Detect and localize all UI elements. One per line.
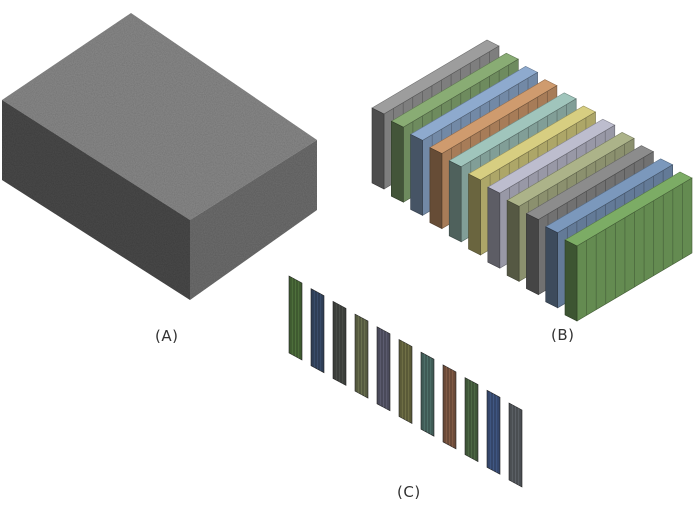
block-left-face <box>2 100 190 300</box>
block-right-face <box>190 140 317 300</box>
panel-c-label: (C) <box>397 483 421 501</box>
slab-front-face <box>448 160 462 243</box>
panel-c-separated-slices <box>288 275 523 488</box>
panel-a-label: (A) <box>155 327 179 345</box>
slab-front-face <box>526 213 539 296</box>
panel-b-label: (B) <box>551 326 575 344</box>
slab-front-face <box>371 107 385 190</box>
slab-front-face <box>390 120 404 203</box>
slab <box>564 171 693 322</box>
block-top-face <box>2 13 317 220</box>
slab-front-face <box>468 173 481 256</box>
slab-front-face <box>487 186 501 269</box>
slab-front-face <box>506 199 520 282</box>
slab-front-face <box>545 226 559 309</box>
slab-front-face <box>564 239 578 322</box>
slab-front-face <box>429 147 443 230</box>
slab-front-face <box>410 133 423 216</box>
panel-b-sliced-block <box>371 39 693 322</box>
panel-a-block <box>2 13 317 300</box>
